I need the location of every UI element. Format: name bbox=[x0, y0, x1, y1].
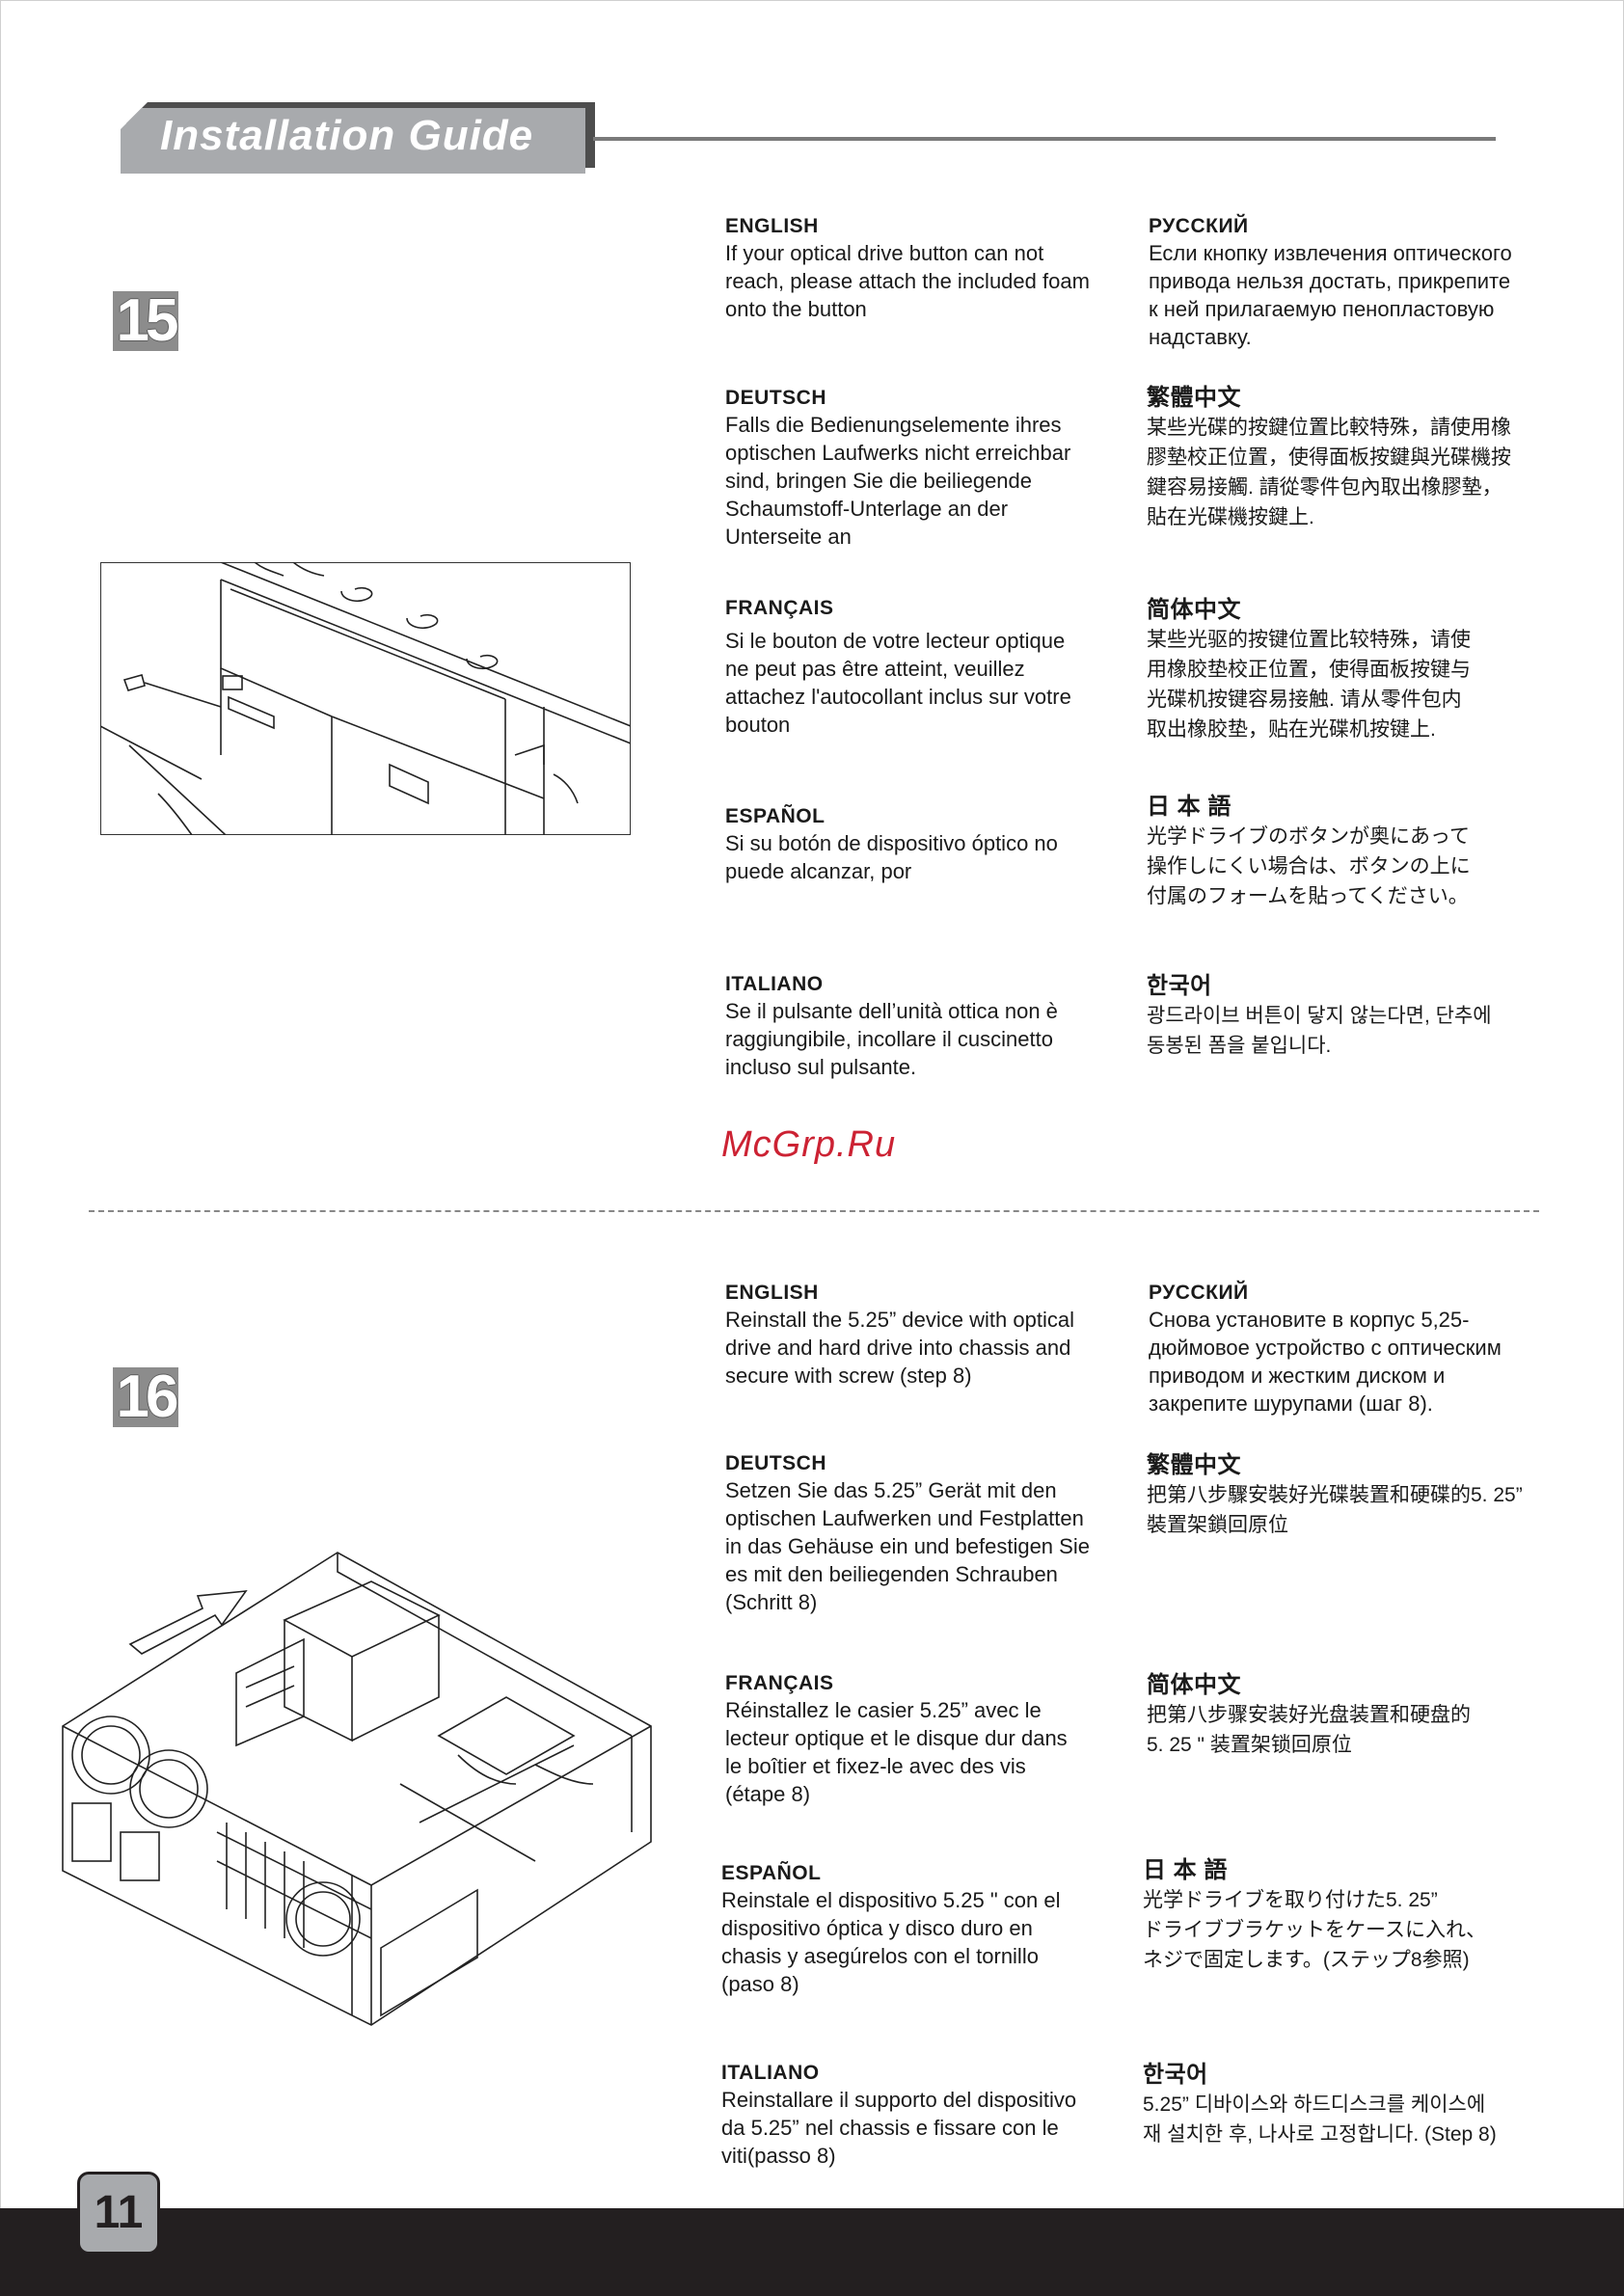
lang-title-spanish: ESPAÑOL bbox=[725, 805, 826, 827]
step16-korean: 한국어 5.25” 디바이스와 하드디스크를 케이스에 재 설치한 후, 나사로… bbox=[1143, 2061, 1529, 2149]
lang-text-german: Falls die Bedienungselemente ihres optis… bbox=[725, 413, 1071, 549]
step15-spanish: ESPAÑOL Si su botón de dispositivo óptic… bbox=[725, 804, 1111, 885]
step16-french: FRANÇAIS Réinstallez le casier 5.25” ave… bbox=[725, 1671, 1111, 1808]
lang-title-german: DEUTSCH bbox=[725, 1452, 827, 1474]
step16-italian: ITALIANO Reinstallare il supporto del di… bbox=[721, 2061, 1107, 2170]
header-rule bbox=[593, 137, 1496, 141]
page-title: Installation Guide bbox=[160, 112, 534, 159]
lang-text-spanish: Reinstale el dispositivo 5.25 " con el d… bbox=[721, 1888, 1061, 1996]
header-tab bbox=[121, 102, 595, 174]
lang-title-english: ENGLISH bbox=[725, 1282, 819, 1304]
lang-title-simp-chinese: 简体中文 bbox=[1147, 1672, 1241, 1698]
lang-text-japanese: 光学ドライブを取り付けた5. 25” ドライブブラケットをケースに入れ、 ネジで… bbox=[1143, 1889, 1487, 1971]
section-divider bbox=[89, 1210, 1539, 1212]
step15-english: ENGLISH If your optical drive button can… bbox=[725, 214, 1111, 323]
lang-title-korean: 한국어 bbox=[1147, 973, 1212, 999]
lang-text-english: If your optical drive button can not rea… bbox=[725, 241, 1090, 321]
step15-japanese: 日 本 語 光学ドライブのボタンが奥にあって 操作しにくい場合は、ボタンの上に … bbox=[1147, 793, 1532, 911]
lang-title-german: DEUTSCH bbox=[725, 387, 827, 409]
chassis-reinstall-illustration bbox=[62, 1552, 652, 2026]
lang-title-russian: РУССКИЙ bbox=[1149, 1282, 1249, 1304]
lang-text-japanese: 光学ドライブのボタンが奥にあって 操作しにくい場合は、ボタンの上に 付属のフォー… bbox=[1147, 825, 1471, 907]
watermark: McGrp.Ru bbox=[721, 1124, 897, 1165]
step15-russian: РУССКИЙ Если кнопку извлечения оптическо… bbox=[1149, 214, 1534, 351]
step16-japanese: 日 本 語 光学ドライブを取り付けた5. 25” ドライブブラケットをケースに入… bbox=[1143, 1856, 1529, 1975]
lang-text-spanish: Si su botón de dispositivo óptico no pue… bbox=[725, 831, 1058, 883]
lang-text-french: Si le bouton de votre lecteur optique ne… bbox=[725, 629, 1071, 737]
step15-simp-chinese: 简体中文 某些光驱的按键位置比较特殊，请使 用橡胶垫校正位置，使得面板按键与 光… bbox=[1147, 596, 1532, 744]
lang-text-italian: Reinstallare il supporto del dispositivo… bbox=[721, 2088, 1077, 2168]
lang-title-simp-chinese: 简体中文 bbox=[1147, 597, 1241, 623]
lang-text-french: Réinstallez le casier 5.25” avec le lect… bbox=[725, 1698, 1068, 1806]
step15-french: FRANÇAIS Si le bouton de votre lecteur o… bbox=[725, 596, 1111, 739]
page-number: 11 bbox=[77, 2172, 160, 2255]
step-number-15: 15 bbox=[113, 291, 178, 351]
lang-title-french: FRANÇAIS bbox=[725, 597, 834, 619]
lang-title-english: ENGLISH bbox=[725, 215, 819, 237]
lang-title-trad-chinese: 繁體中文 bbox=[1147, 1452, 1241, 1478]
lang-title-italian: ITALIANO bbox=[721, 2062, 820, 2084]
step16-german: DEUTSCH Setzen Sie das 5.25” Gerät mit d… bbox=[725, 1451, 1111, 1616]
step15-italian: ITALIANO Se il pulsante dell’unità ottic… bbox=[725, 972, 1111, 1081]
lang-title-russian: РУССКИЙ bbox=[1149, 215, 1249, 237]
step16-simp-chinese: 简体中文 把第八步骤安装好光盘装置和硬盘的 5. 25 " 装置架锁回原位 bbox=[1147, 1671, 1532, 1760]
lang-text-korean: 광드라이브 버튼이 닿지 않는다면, 단추에 동봉된 폼을 붙입니다. bbox=[1147, 1005, 1492, 1057]
lang-text-english: Reinstall the 5.25” device with optical … bbox=[725, 1308, 1074, 1388]
optical-drive-foam-illustration bbox=[100, 562, 631, 835]
step16-russian: РУССКИЙ Снова установите в корпус 5,25- … bbox=[1149, 1281, 1534, 1418]
lang-title-spanish: ESPAÑOL bbox=[721, 1862, 822, 1884]
step16-english: ENGLISH Reinstall the 5.25” device with … bbox=[725, 1281, 1111, 1390]
lang-title-korean: 한국어 bbox=[1143, 2062, 1208, 2088]
lang-title-french: FRANÇAIS bbox=[725, 1672, 834, 1694]
lang-title-italian: ITALIANO bbox=[725, 973, 824, 995]
lang-title-trad-chinese: 繁體中文 bbox=[1147, 385, 1241, 411]
lang-text-trad-chinese: 把第八步驟安裝好光碟裝置和硬碟的5. 25” 裝置架鎖回原位 bbox=[1147, 1484, 1523, 1536]
lang-text-trad-chinese: 某些光碟的按鍵位置比較特殊，請使用橡 膠墊校正位置，使得面板按鍵與光碟機按 鍵容… bbox=[1147, 417, 1511, 528]
step-number-16: 16 bbox=[113, 1367, 178, 1427]
step16-spanish: ESPAÑOL Reinstale el dispositivo 5.25 " … bbox=[721, 1861, 1107, 1998]
lang-title-japanese: 日 本 語 bbox=[1143, 1857, 1228, 1883]
lang-text-russian: Если кнопку извлечения оптического приво… bbox=[1149, 241, 1512, 349]
footer-bar bbox=[0, 2208, 1624, 2296]
lang-text-russian: Снова установите в корпус 5,25- дюймовое… bbox=[1149, 1308, 1502, 1416]
lang-text-german: Setzen Sie das 5.25” Gerät mit den optis… bbox=[725, 1478, 1090, 1614]
step16-trad-chinese: 繁體中文 把第八步驟安裝好光碟裝置和硬碟的5. 25” 裝置架鎖回原位 bbox=[1147, 1451, 1532, 1540]
lang-text-simp-chinese: 把第八步骤安装好光盘装置和硬盘的 5. 25 " 装置架锁回原位 bbox=[1147, 1704, 1471, 1756]
step15-korean: 한국어 광드라이브 버튼이 닿지 않는다면, 단추에 동봉된 폼을 붙입니다. bbox=[1147, 972, 1532, 1061]
lang-text-simp-chinese: 某些光驱的按键位置比较特殊，请使 用橡胶垫校正位置，使得面板按键与 光碟机按键容… bbox=[1147, 629, 1471, 741]
step15-german: DEUTSCH Falls die Bedienungselemente ihr… bbox=[725, 386, 1111, 551]
lang-text-italian: Se il pulsante dell’unità ottica non è r… bbox=[725, 999, 1058, 1079]
step15-trad-chinese: 繁體中文 某些光碟的按鍵位置比較特殊，請使用橡 膠墊校正位置，使得面板按鍵與光碟… bbox=[1147, 384, 1532, 532]
lang-title-japanese: 日 本 語 bbox=[1147, 794, 1232, 820]
lang-text-korean: 5.25” 디바이스와 하드디스크를 케이스에 재 설치한 후, 나사로 고정합… bbox=[1143, 2093, 1497, 2146]
